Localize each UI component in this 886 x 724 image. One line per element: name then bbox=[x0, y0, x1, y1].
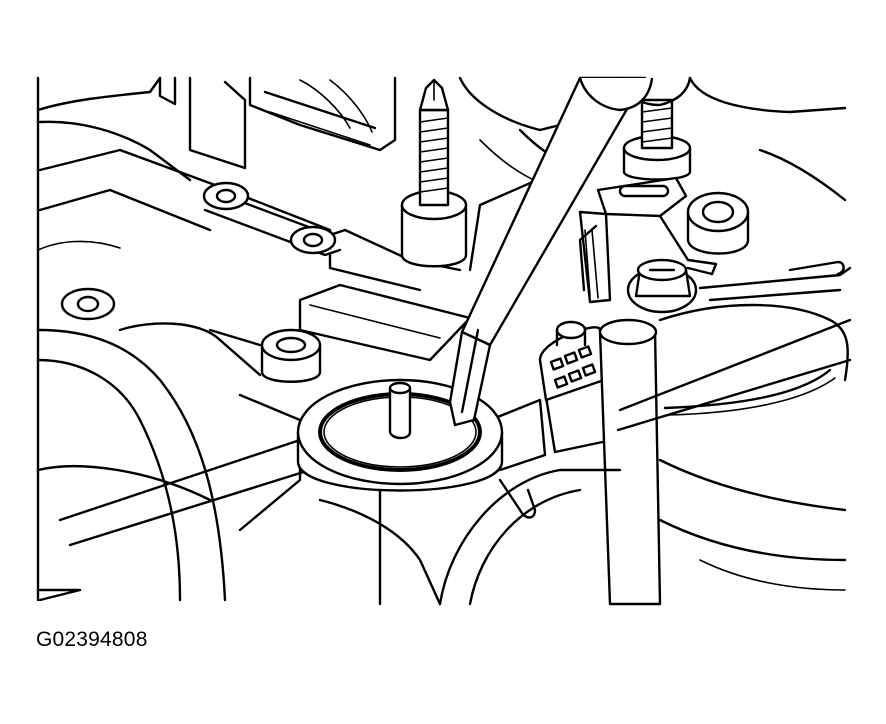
accumulator-cover bbox=[658, 260, 852, 416]
screwdriver-tool bbox=[448, 76, 654, 427]
guide-rod bbox=[598, 318, 852, 606]
transmission-case-lower bbox=[36, 322, 847, 606]
harness-bracket bbox=[578, 176, 718, 314]
engine-housing-background bbox=[36, 76, 847, 602]
threaded-stud-right bbox=[618, 76, 692, 181]
figure-id-label: G02394808 bbox=[36, 628, 148, 651]
threaded-stud-left bbox=[400, 78, 468, 268]
electrical-connector bbox=[538, 320, 614, 454]
bolt-bosses bbox=[60, 181, 750, 383]
